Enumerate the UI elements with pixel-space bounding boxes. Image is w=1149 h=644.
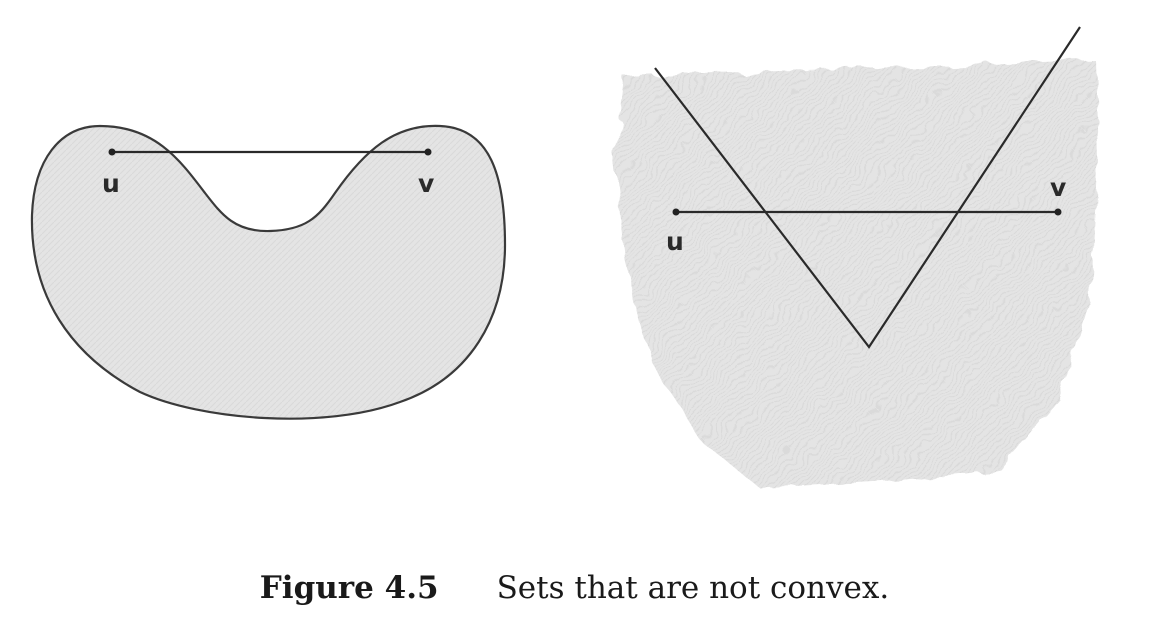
- right-point-v-label: v: [1050, 173, 1066, 202]
- right-point-v-dot: [1054, 208, 1062, 216]
- left-point-v-label: v: [418, 169, 434, 198]
- left-point-u-label: u: [102, 169, 120, 198]
- left-point-v-dot: [424, 148, 432, 156]
- figure-caption: Figure 4.5 Sets that are not convex.: [0, 570, 1149, 606]
- left-nonconvex-set: u v: [30, 124, 507, 420]
- right-point-u-dot: [672, 208, 680, 216]
- caption-text: Sets that are not convex.: [496, 570, 890, 606]
- kidney-shape: [30, 124, 507, 420]
- v-wedge-boundary: [654, 26, 1081, 349]
- right-point-u-label: u: [666, 227, 684, 256]
- left-point-u-dot: [108, 148, 116, 156]
- figure-number: Figure 4.5: [259, 570, 439, 606]
- rough-region: [615, 60, 1098, 488]
- right-nonconvex-set: u v: [615, 26, 1098, 488]
